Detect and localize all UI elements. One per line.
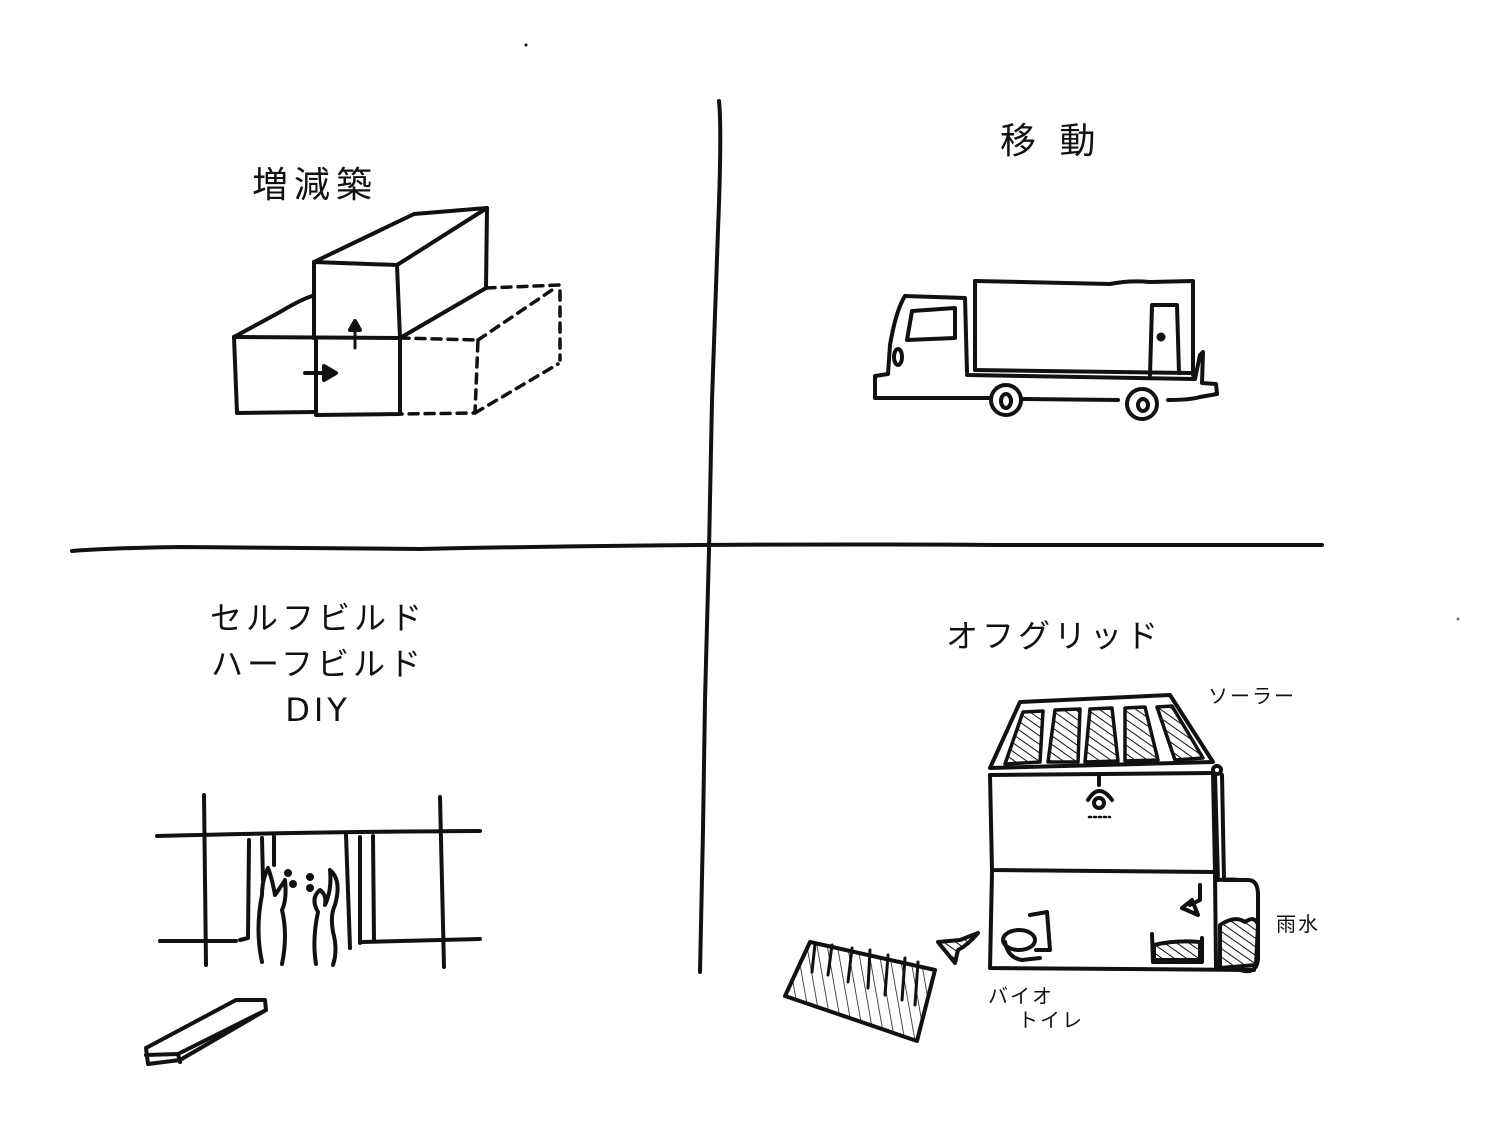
label-solar: ソーラー — [1208, 684, 1296, 708]
quadrant-dividers — [70, 99, 1324, 974]
title-extension-reduction: 増減築 — [252, 165, 379, 206]
label-rainwater: 雨水 — [1276, 912, 1320, 936]
vertical-divider — [698, 99, 723, 974]
title-diy: DIY — [285, 691, 351, 729]
title-off-grid: オフグリッド — [946, 617, 1163, 655]
self-build-illustration — [144, 793, 482, 1066]
label-bio: バイオ — [988, 984, 1054, 1008]
off-grid-house-illustration — [783, 693, 1260, 1043]
horizontal-divider — [70, 542, 1324, 553]
title-self-build: セルフビルド — [210, 599, 427, 637]
extendable-boxes-illustration — [232, 206, 562, 417]
title-half-build: ハーフビルド — [210, 645, 426, 683]
truck-illustration — [873, 279, 1219, 421]
title-self-build-group: セルフビルド ハーフビルド DIY — [210, 602, 422, 729]
title-mobile: 移 動 — [1000, 121, 1102, 162]
label-toilet: トイレ — [1018, 1008, 1084, 1032]
